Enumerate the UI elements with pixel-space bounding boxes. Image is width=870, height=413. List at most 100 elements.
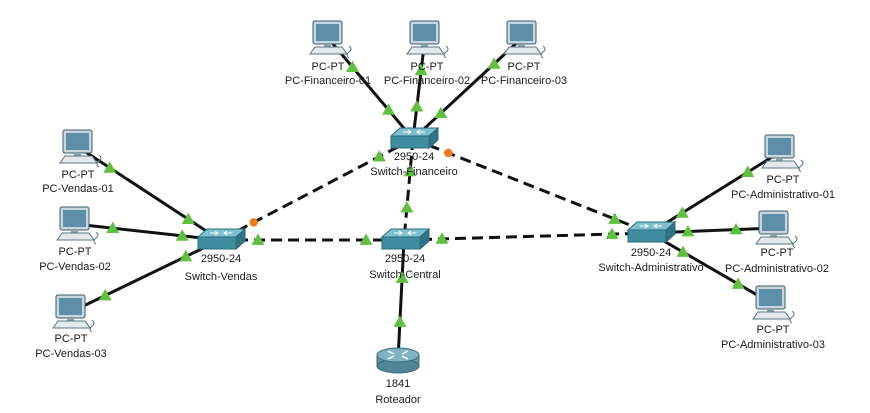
device-pc-adm-1[interactable]: PC-PT PC-Administrativo-01: [731, 134, 835, 201]
link-pc-adm-2-sw-adm-to-up-triangle: [681, 224, 695, 237]
device-type-label: PC-PT: [767, 174, 800, 186]
link-pc-ven-3-sw-ven[interactable]: [70, 238, 221, 314]
link-pc-fin-3-sw-fin-to-up-triangle: [434, 106, 448, 119]
device-type-label: 2950-24: [631, 247, 671, 259]
link-pc-fin-1-sw-fin[interactable]: [326, 37, 415, 140]
link-pc-fin-2-sw-fin-from-up-triangle: [414, 63, 428, 76]
pc-icon: [755, 210, 798, 249]
link-sw-cen-sw-adm-from-up-triangle: [435, 232, 449, 244]
device-name-label: PC-Vendas-02: [39, 261, 111, 273]
link-pc-fin-3-sw-fin[interactable]: [411, 36, 524, 141]
device-type-label: PC-PT: [761, 247, 794, 259]
device-type-label: PC-PT: [757, 324, 790, 336]
link-pc-ven-2-sw-ven-from-up-triangle: [106, 221, 120, 234]
link-pc-ven-2-sw-ven[interactable]: [74, 222, 221, 242]
link-sw-fin-sw-cen-to-up-triangle: [400, 201, 414, 213]
device-name-label: Roteador: [375, 394, 421, 406]
link-pc-ven-1-sw-ven[interactable]: [77, 145, 221, 242]
device-type-label: PC-PT: [55, 333, 88, 345]
device-name-label: PC-Administrativo-02: [725, 263, 829, 275]
link-pc-adm-3-sw-adm-from-up-triangle: [731, 277, 745, 289]
device-name-label: Switch-Vendas: [185, 271, 258, 283]
link-pc-fin-1-sw-fin-from-up-triangle: [345, 60, 359, 72]
pc-icon: [752, 285, 795, 324]
pc-icon: [503, 20, 546, 59]
link-sw-fin-sw-adm-from-pending-dot: [444, 148, 453, 158]
link-pc-fin-2-sw-fin[interactable]: [411, 37, 427, 140]
link-sw-cen-rtr-from-up-triangle: [395, 271, 409, 283]
link-sw-cen-rtr-to-up-triangle: [393, 315, 407, 327]
pc-icon: [406, 20, 449, 59]
link-pc-adm-2-sw-adm-from-up-triangle: [729, 223, 743, 235]
link-pc-adm-3-sw-adm-to-up-triangle: [676, 245, 690, 257]
link-pc-fin-1-sw-fin-to-up-triangle: [382, 103, 396, 115]
pc-icon: [59, 129, 102, 168]
device-pc-fin-2[interactable]: PC-PT PC-Financeiro-02: [384, 20, 470, 87]
device-type-label: 2950-24: [385, 253, 425, 265]
link-sw-cen-rtr[interactable]: [396, 239, 406, 361]
device-name-label: Switch-Central: [369, 269, 441, 281]
link-pc-adm-3-sw-adm[interactable]: [649, 231, 772, 305]
device-pc-ven-3[interactable]: PC-PT PC-Vendas-03: [35, 294, 107, 360]
switch-icon: [196, 227, 247, 251]
link-pc-ven-1-sw-ven-to-up-triangle: [181, 212, 195, 225]
link-sw-ven-sw-cen-from-up-triangle: [251, 233, 265, 245]
link-sw-fin-sw-ven-from-up-triangle: [372, 150, 386, 162]
pc-icon: [52, 294, 95, 333]
device-type-label: 2950-24: [201, 253, 241, 265]
pc-icon: [761, 134, 804, 173]
device-name-label: Switch-Financeiro: [370, 166, 457, 178]
link-pc-ven-3-sw-ven-from-up-triangle: [98, 288, 112, 301]
switch-icon: [389, 126, 440, 150]
device-name-label: Switch-Administrativo: [598, 262, 703, 274]
link-pc-adm-1-sw-adm-to-up-triangle: [675, 206, 689, 218]
device-type-label: 2950-24: [394, 151, 434, 163]
switch-icon: [626, 220, 677, 244]
links-layer: [70, 36, 781, 361]
link-pc-ven-2-sw-ven-to-up-triangle: [175, 229, 189, 241]
link-sw-fin-sw-cen-from-up-triangle: [403, 164, 417, 177]
link-sw-fin-sw-adm[interactable]: [412, 137, 651, 235]
device-name-label: PC-Administrativo-01: [731, 189, 835, 201]
link-sw-fin-sw-ven[interactable]: [219, 137, 414, 242]
pc-icon: [309, 20, 352, 59]
device-type-label: PC-PT: [59, 246, 92, 258]
device-name-label: PC-Financeiro-02: [384, 75, 470, 87]
device-type-label: PC-PT: [508, 61, 541, 73]
device-type-label: PC-PT: [411, 61, 444, 73]
device-name-label: PC-Financeiro-03: [481, 75, 567, 87]
link-status-markers: [98, 57, 755, 327]
pc-icon: [56, 206, 99, 245]
link-pc-ven-3-sw-ven-to-up-triangle: [179, 250, 193, 262]
devices-layer: PC-PTPC-Financeiro-01PC-PTPC-Financeiro-…: [35, 20, 835, 406]
link-pc-adm-1-sw-adm-from-up-triangle: [741, 165, 755, 177]
link-sw-ven-sw-cen-to-up-triangle: [359, 233, 373, 245]
device-pc-adm-2[interactable]: PC-PT PC-Administrativo-02: [725, 210, 829, 275]
link-pc-fin-3-sw-fin-from-up-triangle: [487, 57, 501, 69]
device-name-label: PC-Vendas-03: [35, 348, 107, 360]
device-pc-ven-2[interactable]: PC-PT PC-Vendas-02: [39, 206, 111, 273]
router-icon: [376, 347, 420, 374]
device-type-label: 1841: [386, 378, 410, 390]
link-pc-fin-2-sw-fin-to-up-triangle: [410, 100, 424, 112]
device-name-label: PC-Vendas-01: [42, 183, 114, 195]
link-sw-fin-sw-ven-to-pending-dot: [249, 218, 258, 227]
device-name-label: PC-Financeiro-01: [285, 75, 371, 87]
device-pc-fin-3[interactable]: PC-PT PC-Financeiro-03: [481, 20, 567, 87]
device-name-label: PC-Administrativo-03: [721, 339, 825, 351]
link-pc-adm-1-sw-adm[interactable]: [649, 150, 781, 235]
device-pc-fin-1[interactable]: PC-PT PC-Financeiro-01: [285, 20, 371, 87]
device-type-label: PC-PT: [312, 61, 345, 73]
switch-icon: [380, 227, 431, 251]
device-pc-adm-3[interactable]: PC-PT PC-Administrativo-03: [721, 285, 825, 351]
link-pc-ven-1-sw-ven-from-up-triangle: [103, 161, 117, 173]
device-pc-ven-1[interactable]: PC-PT PC-Vendas-01: [42, 129, 114, 195]
device-type-label: PC-PT: [62, 169, 95, 181]
link-sw-fin-sw-adm-to-up-triangle: [608, 212, 622, 224]
